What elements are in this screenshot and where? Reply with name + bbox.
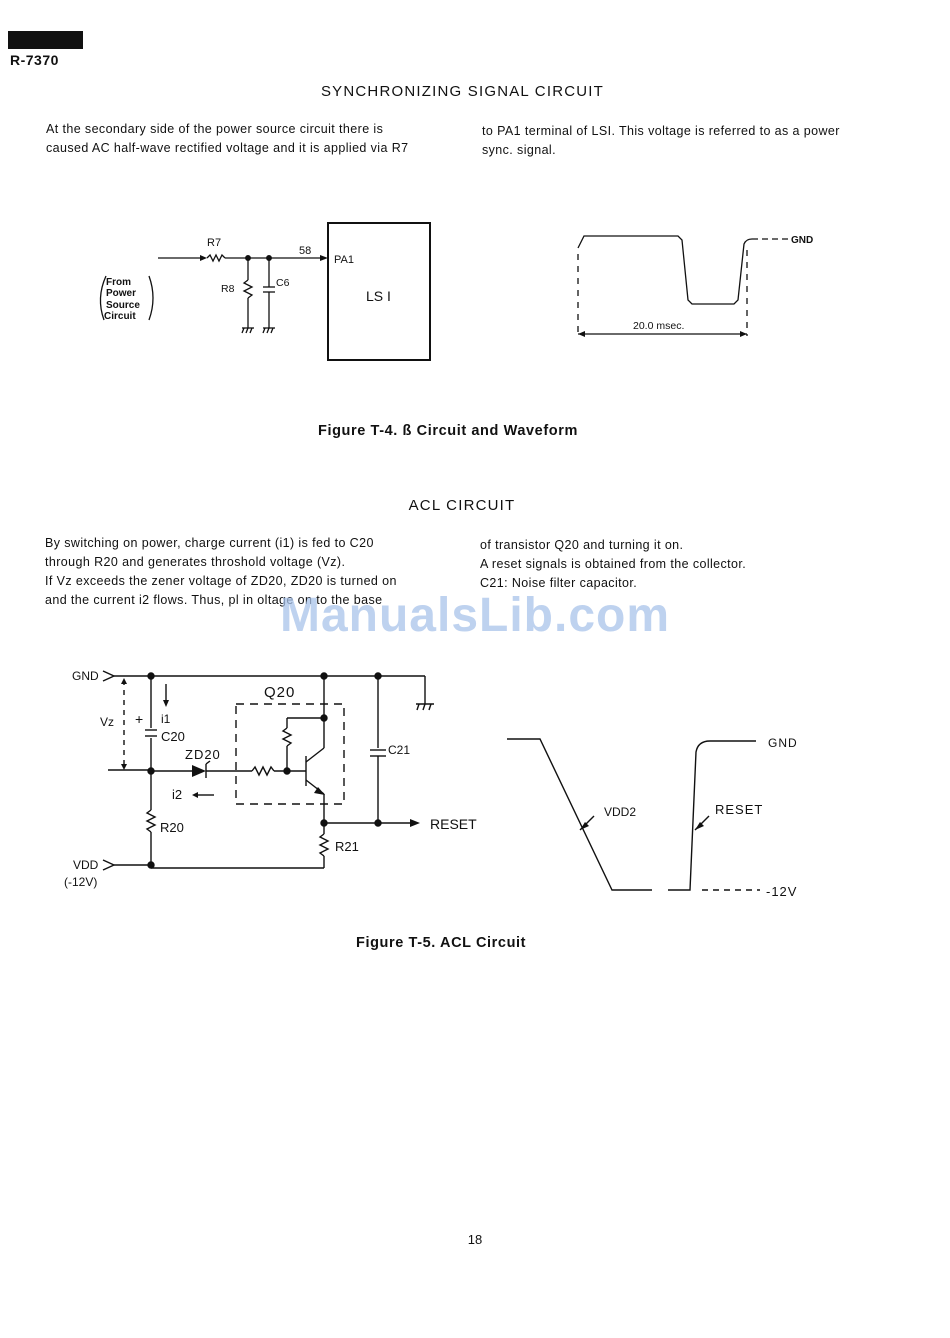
i1-label: i1 (161, 712, 171, 726)
r8-resistor-symbol (242, 279, 254, 299)
text-line: of transistor Q20 and turning it on. (480, 538, 684, 552)
q20-package-box (235, 703, 345, 805)
q20-label: Q20 (264, 684, 295, 701)
r7-resistor-symbol (206, 253, 226, 263)
i1-arrow-icon (163, 700, 169, 707)
text-line: At the secondary side of the power sourc… (46, 122, 384, 136)
r21-resistor-symbol (318, 833, 330, 857)
gnd-label: GND (72, 669, 99, 683)
vdd-label: VDD (73, 858, 99, 872)
text-line: A reset signals is obtained from the col… (480, 557, 747, 571)
r21-label: R21 (335, 839, 359, 854)
gnd-label: GND (768, 736, 798, 750)
text-line: caused AC half-wave rectified voltage an… (46, 141, 409, 155)
sync-paragraph-right: to PA1 terminal of LSI. This voltage is … (482, 122, 902, 160)
r20-label: R20 (160, 820, 184, 835)
i2-label: i2 (172, 787, 182, 802)
text-line: and the current i2 flows. Thus, pl in ol… (45, 593, 383, 607)
text-line: By switching on power, charge current (i… (45, 536, 374, 550)
source-label-line: Source (106, 300, 140, 311)
reset-waveform-trace (668, 740, 756, 891)
bracket-left (99, 275, 107, 321)
gnd-label: GND (791, 235, 813, 246)
sync-waveform-trace (577, 235, 753, 305)
reset-arrow-icon (410, 819, 420, 827)
bias-resistor-symbol (281, 727, 293, 747)
acl-waveform-diagram: GND VDD2 RESET -12V (507, 736, 798, 899)
vdd2-waveform-trace (507, 738, 652, 891)
source-label-line: Power (106, 288, 136, 299)
neg12-label: -12V (766, 884, 797, 899)
lsi-chip-box (327, 222, 431, 361)
i2-arrow-icon (192, 792, 198, 798)
header-black-bar (8, 31, 83, 49)
zd20-zener-symbol (192, 765, 206, 777)
page-number: 18 (467, 1232, 483, 1247)
text-line: to PA1 terminal of LSI. This voltage is … (482, 124, 840, 138)
c21-label: C21 (388, 743, 410, 757)
input-arrow-icon (200, 255, 207, 261)
acl-section-title: ACL CIRCUIT (408, 497, 516, 514)
text-line: If Vz exceeds the zener voltage of ZD20,… (45, 574, 397, 588)
vdd2-label: VDD2 (604, 805, 636, 819)
c20-label: C20 (161, 729, 185, 744)
vz-label: Vz (100, 715, 114, 729)
r7-label: R7 (207, 237, 221, 249)
r8-label: R8 (221, 283, 235, 295)
lsi-label: LS I (366, 288, 391, 304)
reset-label: RESET (430, 816, 477, 832)
c6-label: C6 (276, 277, 290, 289)
text-line: through R20 and generates throshold volt… (45, 555, 346, 569)
reset-label: RESET (715, 802, 763, 817)
vdd-terminal-icon (102, 859, 116, 871)
period-label: 20.0 msec. (633, 320, 684, 332)
acl-paragraph-left: By switching on power, charge current (i… (45, 534, 450, 610)
figure-t4-caption: Figure T-4. ß Circuit and Waveform (318, 423, 578, 439)
text-line: C21: Noise filter capacitor. (480, 576, 638, 590)
bracket-right (148, 275, 154, 321)
pa1-label: PA1 (334, 254, 354, 266)
vdd-value-label: (-12V) (64, 875, 97, 889)
pa1-arrow-icon (320, 255, 328, 261)
arrow-right-icon (740, 331, 747, 337)
sync-paragraph-left: At the secondary side of the power sourc… (46, 120, 456, 158)
acl-circuit-diagram: GND Vz + i1 C20 ZD20 Q20 C21 i2 R20 R21 … (64, 669, 477, 889)
sync-section-title: SYNCHRONIZING SIGNAL CIRCUIT (320, 83, 605, 100)
watermark: ManualsLib.com (279, 589, 671, 642)
r20-resistor-symbol (145, 809, 157, 833)
sync-circuit-diagram: R7 58 PA1 LS I R8 C6 From Power Source C… (99, 222, 431, 361)
source-label-line: Circuit (104, 311, 136, 322)
model-number: R-7370 (10, 52, 59, 68)
junction-dot (374, 819, 382, 827)
base-resistor-symbol (251, 765, 275, 777)
acl-paragraph-right: of transistor Q20 and turning it on. A r… (480, 536, 900, 593)
text-line: sync. signal. (482, 143, 556, 157)
pin-58-label: 58 (299, 245, 311, 257)
source-label-line: From (106, 277, 131, 288)
zd20-label: ZD20 (185, 747, 221, 762)
sync-waveform-diagram: GND 20.0 msec. (577, 235, 813, 337)
arrow-left-icon (578, 331, 585, 337)
gnd-terminal-icon (102, 670, 116, 682)
plus-label: + (135, 711, 143, 727)
figure-t5-caption: Figure T-5. ACL Circuit (356, 935, 527, 951)
